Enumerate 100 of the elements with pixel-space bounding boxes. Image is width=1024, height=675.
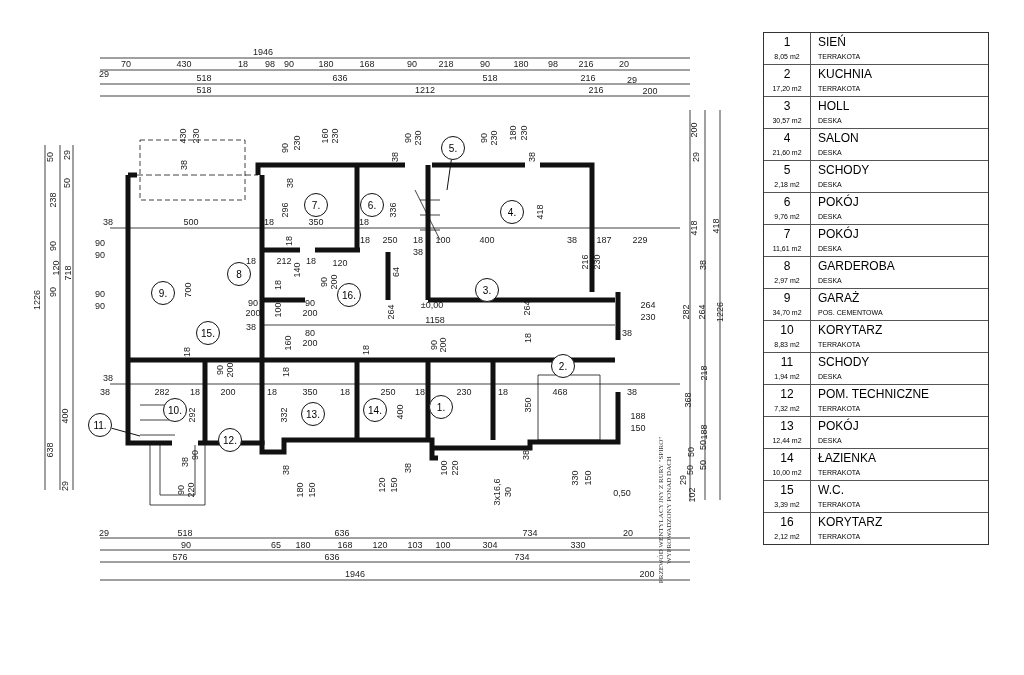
dimension-label: 200 (245, 308, 261, 318)
dimension-label: 120 (332, 258, 348, 268)
dimension-label: 90 (95, 301, 105, 311)
dimension-label: 1226 (32, 290, 42, 310)
room-name: POKÓJ (818, 227, 859, 241)
room-number-circle: 6. (360, 193, 384, 217)
dimension-label: 230 (592, 254, 602, 270)
dimension-label: 90 (248, 298, 258, 308)
room-number-circle: 13. (301, 402, 325, 426)
dimension-label: 330 (570, 540, 586, 550)
dimension-label: 160 (320, 128, 330, 144)
dimension-label: 29 (99, 69, 109, 79)
dimension-label: 330 (570, 470, 580, 486)
dimension-label: 734 (522, 528, 538, 538)
dimension-label: 38 (698, 260, 708, 270)
dimension-label: 98 (548, 59, 558, 69)
dimension-label: 18 (190, 387, 200, 397)
dimension-label: 38 (103, 373, 113, 383)
dimension-label: 230 (292, 135, 302, 151)
room-name: POKÓJ (818, 419, 859, 433)
dimension-label: 18 (264, 217, 274, 227)
dimension-label: 250 (382, 235, 398, 245)
dimension-label: 50 (698, 460, 708, 470)
dimension-label: 29 (627, 75, 637, 85)
dimension-label: 1226 (715, 302, 725, 322)
dimension-label: 180 (318, 59, 334, 69)
room-number-circle: 9. (151, 281, 175, 305)
dimension-label: 200 (642, 86, 658, 96)
dimension-label: 218 (699, 365, 709, 381)
dimension-label: 90 (280, 143, 290, 153)
dimension-label: 18 (284, 236, 294, 246)
room-number: 1 (782, 35, 792, 49)
dimension-label: 18 (361, 345, 371, 355)
dimension-label: 90 (176, 485, 186, 495)
room-number: 9 (782, 291, 792, 305)
dimension-label: 430 (178, 128, 188, 144)
dimension-label: 150 (630, 423, 646, 433)
dimension-label: 400 (395, 404, 405, 420)
room-name: W.C. (818, 483, 844, 497)
dimension-label: 400 (60, 408, 70, 424)
dimension-label: 430 (176, 59, 192, 69)
room-number: 10 (779, 323, 795, 337)
dimension-label: 200 (302, 338, 318, 348)
dimension-label: 90 (403, 133, 413, 143)
dimension-label: 29 (62, 150, 72, 160)
dimension-label: 100 (439, 460, 449, 476)
room-name: KUCHNIA (818, 67, 872, 81)
dimension-label: 1158 (425, 315, 445, 325)
dimension-label: 18 (182, 347, 192, 357)
dimension-label: 120 (372, 540, 388, 550)
dimension-label: 368 (683, 392, 693, 408)
dimension-label: 230 (413, 130, 423, 146)
dimension-label: 418 (535, 204, 545, 220)
dimension-label: 636 (324, 552, 340, 562)
room-number-circle: 12. (218, 428, 242, 452)
dimension-label: 18 (498, 387, 508, 397)
dimension-label: 150 (389, 477, 399, 493)
dimension-label: 50 (698, 440, 708, 450)
room-number: 8 (782, 259, 792, 273)
dimension-label: 30 (503, 487, 513, 497)
room-name: KORYTARZ (818, 323, 883, 337)
dimension-label: 29 (99, 528, 109, 538)
dimension-label: 400 (479, 235, 495, 245)
dimension-label: 230 (519, 125, 529, 141)
dimension-label: 1946 (345, 569, 365, 579)
dimension-label: 230 (640, 312, 656, 322)
dimension-label: 150 (307, 482, 317, 498)
dimension-label: 18 (360, 235, 370, 245)
room-name: KORYTARZ (818, 515, 883, 529)
dimension-label: 38 (413, 247, 423, 257)
dimension-label: 264 (697, 304, 707, 320)
room-number: 16 (779, 515, 795, 529)
dimension-label: 180 (295, 482, 305, 498)
room-number-circle: 11. (88, 413, 112, 437)
dimension-label: 50 (686, 447, 696, 457)
dimension-label: 518 (196, 85, 212, 95)
room-number-circle: 15. (196, 321, 220, 345)
room-name: SCHODY (818, 355, 870, 369)
dimension-label: 29 (678, 475, 688, 485)
dimension-label: 264 (640, 300, 656, 310)
room-number: 7 (782, 227, 792, 241)
dimension-label: 38 (567, 235, 577, 245)
room-number-circle: 14. (363, 398, 387, 422)
dimension-label: 90 (407, 59, 417, 69)
dimension-label: 229 (632, 235, 648, 245)
dimension-label: 200 (225, 362, 235, 378)
dimension-label: 418 (711, 218, 721, 234)
dimension-label: 718 (63, 265, 73, 281)
dimension-label: 518 (196, 73, 212, 83)
dimension-label: 18 (238, 59, 248, 69)
dimension-label: 230 (456, 387, 472, 397)
dimension-label: 218 (438, 59, 454, 69)
dimension-label: 1212 (415, 85, 435, 95)
dimension-label: 38 (622, 328, 632, 338)
room-name: SIEŃ (818, 35, 846, 49)
dimension-label: 65 (271, 540, 281, 550)
dimension-label: 50 (45, 152, 55, 162)
dimension-label: 230 (489, 130, 499, 146)
dimension-label: 238 (48, 192, 58, 208)
dimension-label: 160 (283, 335, 293, 351)
